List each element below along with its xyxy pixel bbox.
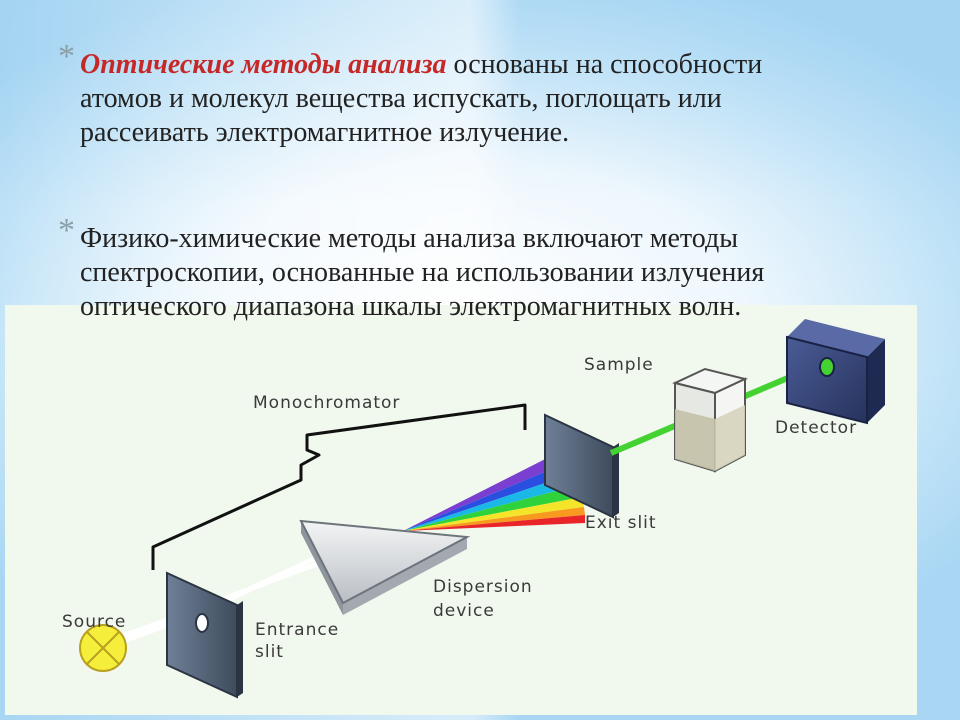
emphasis-optical-methods: Оптические методы анализа — [80, 49, 447, 80]
monochromator-bracket — [151, 403, 527, 570]
exit-slit — [544, 413, 619, 519]
label-detector: Detector — [775, 418, 857, 438]
bullet-physchem-methods: *Физико-химические методы анализа включа… — [58, 214, 880, 324]
bullet-optical-methods: *Оптические методы анализа основаны на с… — [58, 40, 880, 150]
label-monochromator: Monochromator — [253, 393, 400, 413]
diagram-svg: Monochromator Sample Detector Exit slit … — [62, 319, 885, 699]
spectrometer-diagram: Monochromator Sample Detector Exit slit … — [5, 305, 917, 715]
label-dispersion-1: Dispersion — [433, 577, 533, 597]
spectrum-fan — [403, 449, 585, 531]
label-entrance-2: slit — [255, 642, 284, 662]
label-source: Source — [62, 612, 126, 632]
bullet-1-line-3: рассеивать электромагнитное излучение. — [80, 117, 570, 148]
detector-box — [786, 319, 885, 425]
label-sample: Sample — [584, 355, 654, 375]
label-dispersion-2: device — [433, 601, 495, 621]
bullet-2-line-2: спектроскопии, основанные на использован… — [80, 257, 765, 288]
bullet-asterisk-2: * — [58, 212, 75, 249]
bullet-1-line-1: основаны на способности — [446, 49, 763, 80]
sample-cuvette — [672, 367, 748, 473]
bullet-2-line-1: Физико-химические методы анализа включаю… — [80, 223, 738, 254]
bullet-asterisk-1: * — [58, 38, 75, 75]
dispersion-device — [299, 519, 471, 615]
source-lamp — [73, 618, 133, 678]
label-entrance-1: Entrance — [255, 620, 339, 640]
bullet-1-line-2: атомов и молекул вещества испускать, пог… — [80, 83, 722, 114]
bullet-2-line-3: оптического диапазона шкалы электромагни… — [80, 291, 742, 322]
label-exit-slit: Exit slit — [585, 513, 657, 533]
entrance-slit — [166, 571, 243, 699]
